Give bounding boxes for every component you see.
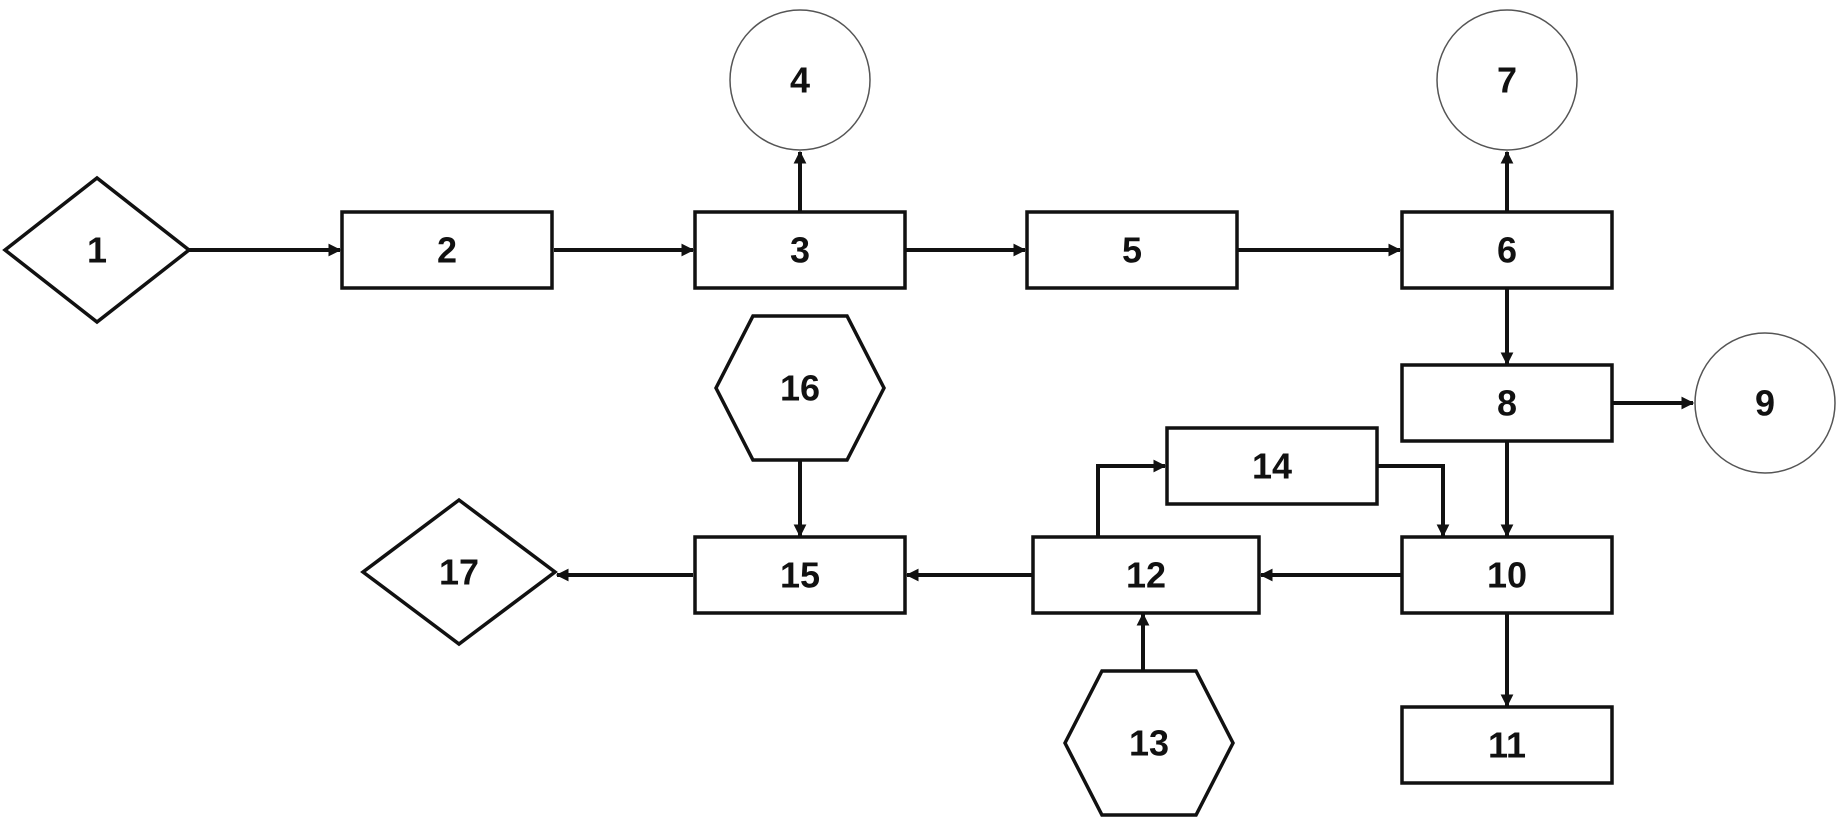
- edges-layer: [187, 150, 1695, 708]
- node-14-outline: [1165, 426, 1379, 506]
- node-16-label: 16: [780, 368, 820, 409]
- node-17-label: 17: [439, 552, 479, 593]
- node-2-rect: 2: [340, 210, 554, 290]
- node-10-outline: [1400, 535, 1614, 615]
- node-17-diamond: 17: [360, 497, 558, 647]
- node-5-outline: [1025, 210, 1239, 290]
- node-9-circle: 9: [1694, 332, 1836, 474]
- node-12-rect: 12: [1031, 535, 1261, 615]
- node-13-hexagon: 13: [1063, 669, 1235, 817]
- node-11-label: 11: [1488, 725, 1526, 766]
- node-7-label: 7: [1497, 60, 1517, 101]
- node-15-outline: [693, 535, 907, 615]
- node-3-label: 3: [790, 230, 810, 271]
- node-2-label: 2: [437, 230, 457, 271]
- node-5-rect: 5: [1025, 210, 1239, 290]
- node-1-outline: [2, 175, 192, 325]
- node-4-label: 4: [790, 60, 810, 101]
- node-13-label: 13: [1129, 723, 1169, 764]
- node-5-label: 5: [1122, 230, 1142, 271]
- node-3-rect: 3: [693, 210, 907, 290]
- node-6-outline: [1400, 210, 1614, 290]
- edge-14-to-10: [1378, 464, 1450, 538]
- node-1-label: 1: [87, 230, 107, 271]
- node-8-outline: [1400, 363, 1614, 443]
- node-15-label: 15: [780, 555, 820, 596]
- node-16-outline: [714, 314, 886, 462]
- node-10-rect: 10: [1400, 535, 1614, 615]
- node-3-outline: [693, 210, 907, 290]
- node-1-diamond: 1: [2, 175, 192, 325]
- node-12-label: 12: [1126, 555, 1166, 596]
- node-6-label: 6: [1497, 230, 1517, 271]
- node-6-rect: 6: [1400, 210, 1614, 290]
- node-10-label: 10: [1487, 555, 1527, 596]
- node-4-outline: [729, 9, 871, 151]
- node-14-rect: 14: [1165, 426, 1379, 506]
- node-14-label: 14: [1252, 446, 1292, 487]
- node-12-outline: [1031, 535, 1261, 615]
- node-4-circle: 4: [729, 9, 871, 151]
- node-8-label: 8: [1497, 383, 1517, 424]
- node-15-rect: 15: [693, 535, 907, 615]
- node-17-outline: [360, 497, 558, 647]
- node-11-outline: [1400, 705, 1614, 785]
- node-8-rect: 8: [1400, 363, 1614, 443]
- node-13-outline: [1063, 669, 1235, 817]
- node-9-label: 9: [1755, 383, 1775, 424]
- node-2-outline: [340, 210, 554, 290]
- node-11-rect: 11: [1400, 705, 1614, 785]
- node-7-circle: 7: [1436, 9, 1578, 151]
- node-9-outline: [1694, 332, 1836, 474]
- node-7-outline: [1436, 9, 1578, 151]
- edge-12-to-14: [1096, 459, 1167, 536]
- node-16-hexagon: 16: [714, 314, 886, 462]
